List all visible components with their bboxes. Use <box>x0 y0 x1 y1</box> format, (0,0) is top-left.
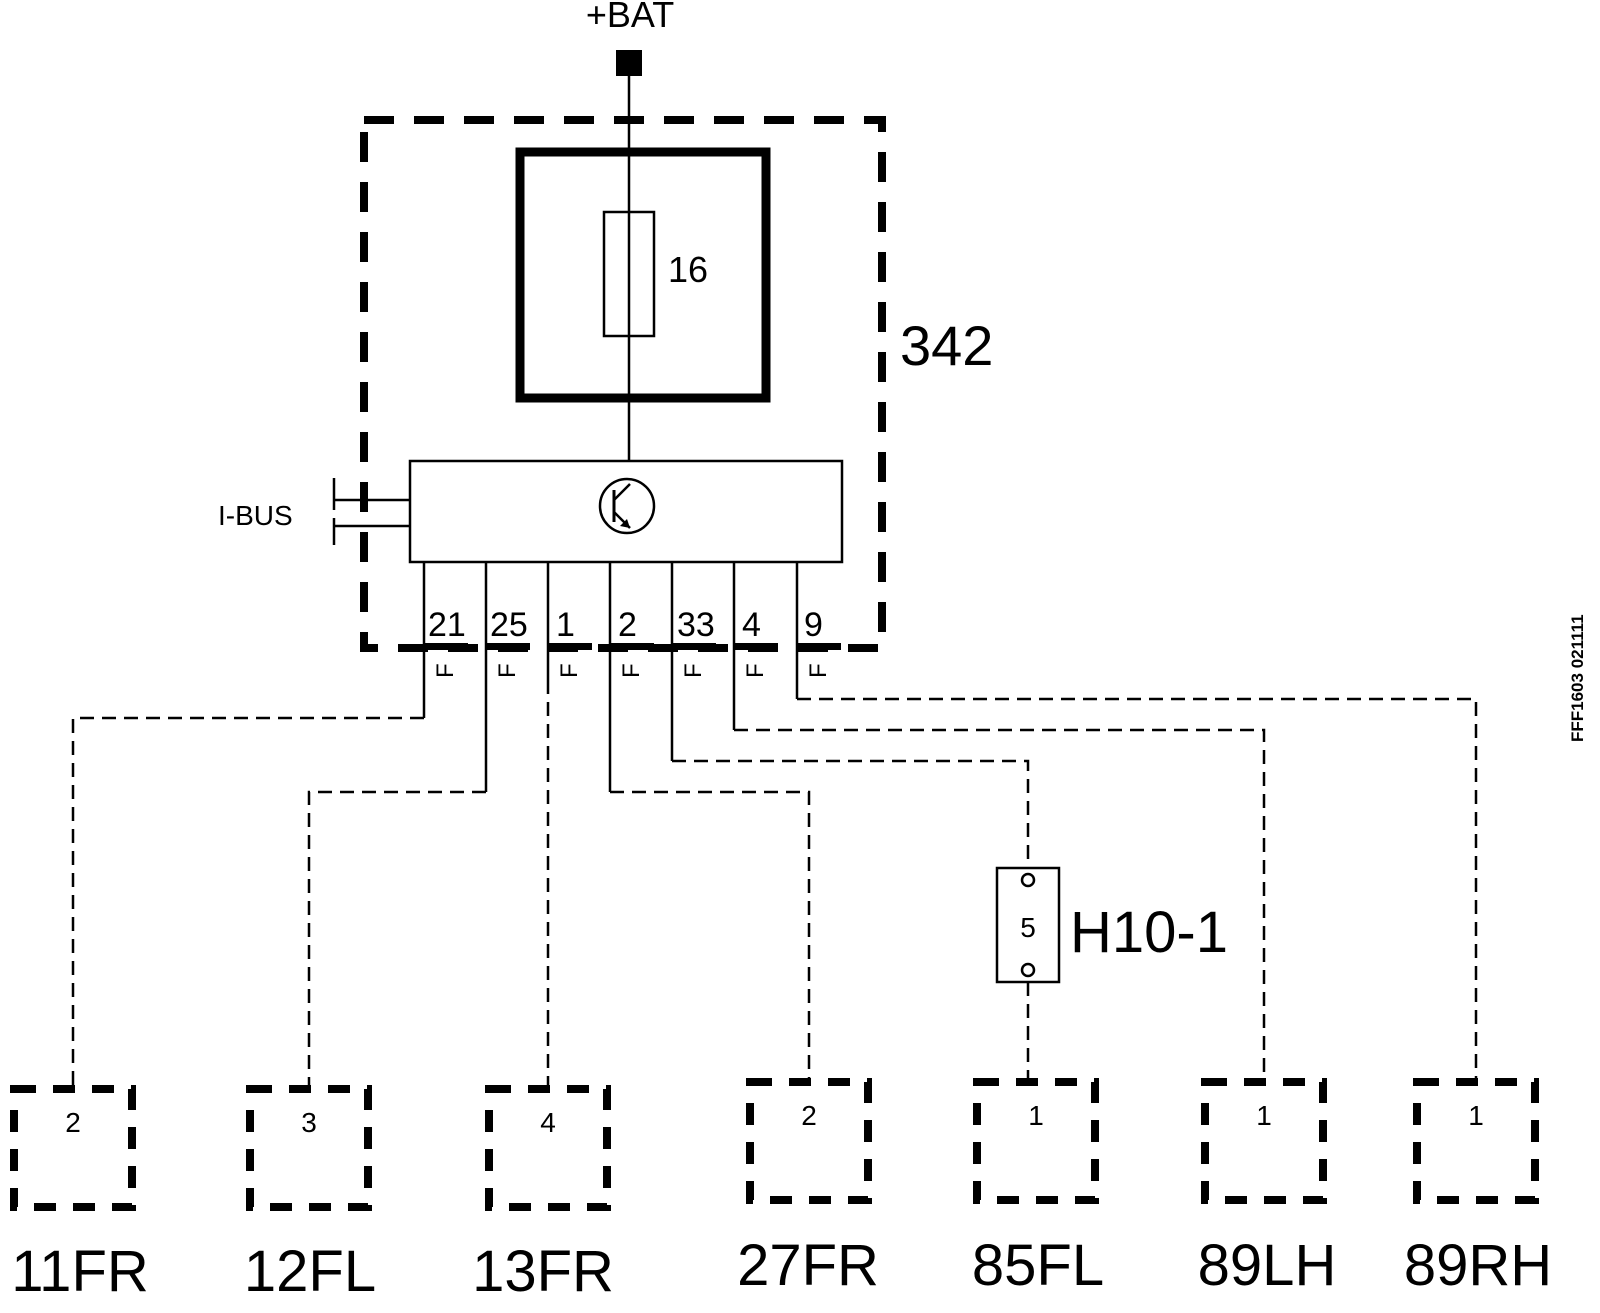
pin-tag: F <box>742 663 769 678</box>
pin-terminal <box>734 643 778 650</box>
wire-to-89lh <box>734 728 1266 1082</box>
pin-number: 9 <box>804 606 823 644</box>
component-pin: 4 <box>540 1107 556 1138</box>
component-label: 85FL <box>972 1233 1104 1298</box>
component-label: 12FL <box>244 1239 376 1304</box>
pin-4: 4 F <box>732 562 778 730</box>
wire-to-11fr <box>71 716 424 1089</box>
fuse-number: 16 <box>668 249 708 290</box>
pin-terminal <box>797 643 841 650</box>
component-89rh: 1 89RH <box>1404 1078 1552 1298</box>
pin-number: 1 <box>556 606 575 644</box>
component-pin: 2 <box>65 1107 81 1138</box>
component-27fr: 2 27FR <box>737 1078 879 1298</box>
pin-33: 33 F <box>670 562 716 761</box>
bus-wires <box>332 478 410 545</box>
pin-tag: F <box>805 663 832 678</box>
pin-terminal <box>424 643 468 650</box>
wire-to-89rh <box>797 697 1478 1082</box>
pin-terminal <box>610 643 654 650</box>
pin-25: 25 F <box>484 562 530 792</box>
component-label: 27FR <box>737 1233 879 1298</box>
component-label: 11FR <box>11 1239 149 1304</box>
pin-terminal <box>672 643 716 650</box>
figure-code: FFF1603 021111 <box>1568 614 1587 742</box>
wire-to-12fl <box>307 790 486 1089</box>
pin-number: 2 <box>618 606 637 644</box>
pin-1: 1 F <box>546 562 592 680</box>
component-pin: 3 <box>301 1107 317 1138</box>
component-label: 89LH <box>1198 1233 1337 1298</box>
component-pin: 1 <box>1468 1100 1484 1131</box>
component-pin: 1 <box>1256 1100 1272 1131</box>
pin-9: 9 F <box>795 562 841 699</box>
connector-pin: 5 <box>1020 912 1036 943</box>
pin-number: 33 <box>677 606 715 644</box>
pin-tag: F <box>556 663 583 678</box>
module-outline <box>360 116 886 652</box>
module-label: 342 <box>900 314 993 377</box>
connector-h10: 5 <box>995 866 1061 984</box>
component-pin: 2 <box>801 1100 817 1131</box>
supply-terminal <box>616 50 642 76</box>
component-13fr: 4 13FR <box>472 1085 614 1304</box>
pin-number: 25 <box>490 606 528 644</box>
pin-number: 4 <box>742 606 761 644</box>
component-label: 13FR <box>472 1239 614 1304</box>
pin-number: 21 <box>428 606 466 644</box>
controller-block <box>408 459 844 564</box>
fuse-box <box>515 147 771 403</box>
pin-2: 2 F <box>608 562 654 792</box>
pin-terminal <box>486 643 530 650</box>
wire-to-h10 <box>672 759 1030 868</box>
pin-tag: F <box>680 663 707 678</box>
component-pin: 1 <box>1028 1100 1044 1131</box>
pin-tag: F <box>618 663 645 678</box>
component-89lh: 1 89LH <box>1198 1078 1337 1298</box>
component-label: 89RH <box>1404 1233 1552 1298</box>
pin-21: 21 F <box>422 562 468 718</box>
bus-label: I-BUS <box>218 500 293 531</box>
pin-terminal <box>548 643 592 650</box>
component-12fl: 3 12FL <box>244 1085 376 1304</box>
connector-label: H10-1 <box>1070 900 1228 965</box>
component-85fl: 1 85FL <box>972 1078 1104 1298</box>
pin-tag: F <box>432 663 459 678</box>
transistor-symbol <box>598 477 656 535</box>
component-11fr: 2 11FR <box>10 1085 149 1304</box>
supply-label: +BAT <box>586 0 674 35</box>
pin-tag: F <box>494 663 521 678</box>
wire-to-27fr <box>610 790 811 1082</box>
